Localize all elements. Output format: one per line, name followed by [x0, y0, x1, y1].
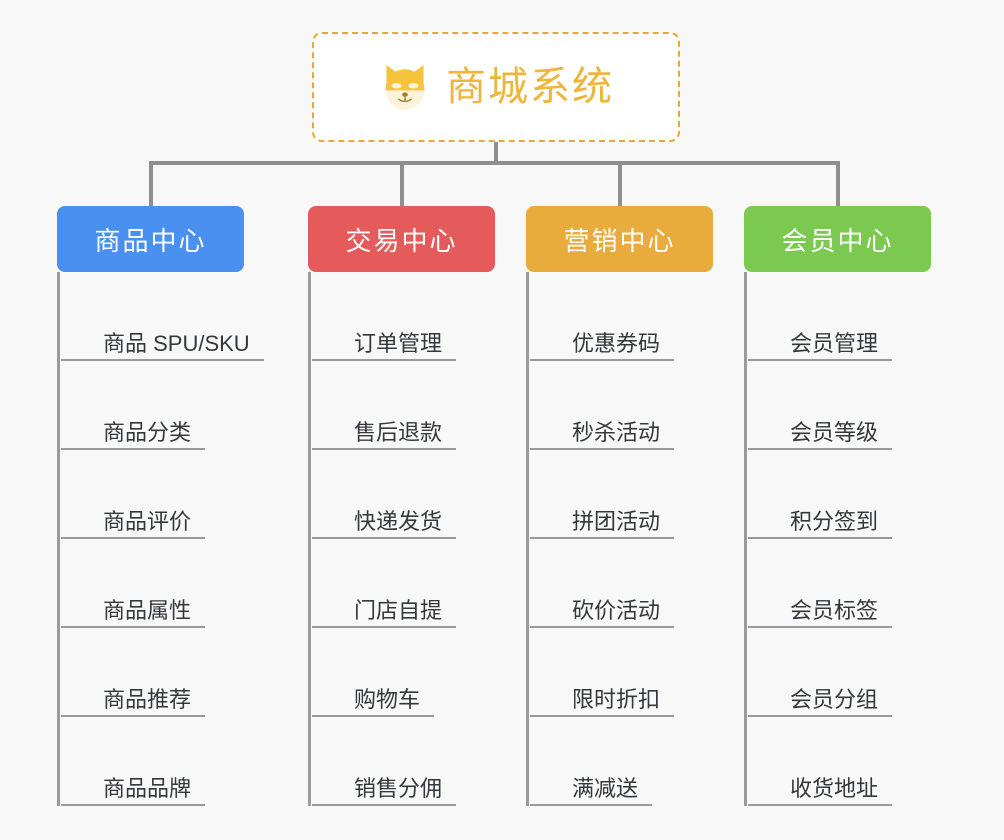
leaf-item[interactable]: 购物车 [312, 628, 495, 717]
leaf-label: 砍价活动 [572, 598, 661, 623]
connector-horizontal-bus [149, 161, 840, 165]
leaf-label: 满减送 [572, 776, 639, 801]
leaf-underline [748, 804, 892, 806]
leaf-list: 会员管理会员等级积分签到会员标签会员分组收货地址 [744, 272, 931, 806]
leaf-underline [312, 626, 456, 628]
leaf-underline [530, 626, 674, 628]
leaf-label: 商品评价 [103, 509, 192, 534]
leaf-item[interactable]: 门店自提 [312, 539, 495, 628]
leaf-underline [530, 448, 674, 450]
leaf-underline [61, 715, 205, 717]
leaf-label: 会员分组 [790, 687, 879, 712]
category-box[interactable]: 营销中心 [526, 206, 713, 272]
leaf-label: 商品属性 [103, 598, 192, 623]
connector-drop-1 [149, 161, 153, 206]
leaf-label: 限时折扣 [572, 687, 661, 712]
category-box[interactable]: 商品中心 [57, 206, 244, 272]
leaf-label: 会员标签 [790, 598, 879, 623]
leaf-underline [312, 715, 434, 717]
leaf-item[interactable]: 商品 SPU/SKU [61, 272, 264, 361]
leaf-underline [748, 359, 892, 361]
leaf-underline [312, 537, 456, 539]
leaf-item[interactable]: 满减送 [530, 717, 713, 806]
leaf-item[interactable]: 订单管理 [312, 272, 495, 361]
category-column: 交易中心订单管理售后退款快递发货门店自提购物车销售分佣 [308, 206, 495, 806]
leaf-label: 订单管理 [354, 331, 443, 356]
leaf-trunk-line [526, 272, 529, 806]
leaf-label: 商品 SPU/SKU [103, 331, 250, 356]
leaf-item[interactable]: 拼团活动 [530, 450, 713, 539]
leaf-item[interactable]: 限时折扣 [530, 628, 713, 717]
leaf-underline [748, 715, 892, 717]
leaf-item[interactable]: 销售分佣 [312, 717, 495, 806]
leaf-item[interactable]: 商品属性 [61, 539, 244, 628]
leaf-underline [748, 448, 892, 450]
leaf-item[interactable]: 积分签到 [748, 450, 931, 539]
leaf-label: 商品分类 [103, 420, 192, 445]
leaf-label: 商品推荐 [103, 687, 192, 712]
leaf-underline [530, 715, 674, 717]
root-title: 商城系统 [446, 65, 614, 109]
leaf-underline [312, 359, 456, 361]
leaf-label: 会员管理 [790, 331, 879, 356]
leaf-label: 商品品牌 [103, 776, 192, 801]
leaf-label: 门店自提 [354, 598, 443, 623]
leaf-underline [61, 804, 205, 806]
leaf-item[interactable]: 秒杀活动 [530, 361, 713, 450]
category-column: 商品中心商品 SPU/SKU 商品分类商品评价商品属性商品推荐商品品牌 [57, 206, 264, 806]
leaf-item[interactable]: 砍价活动 [530, 539, 713, 628]
leaf-item[interactable]: 收货地址 [748, 717, 931, 806]
leaf-underline [748, 537, 892, 539]
leaf-item[interactable]: 快递发货 [312, 450, 495, 539]
leaf-trunk-line [308, 272, 311, 806]
category-column: 营销中心优惠券码秒杀活动拼团活动砍价活动限时折扣满减送 [526, 206, 713, 806]
leaf-list: 订单管理售后退款快递发货门店自提购物车销售分佣 [308, 272, 495, 806]
leaf-list: 商品 SPU/SKU 商品分类商品评价商品属性商品推荐商品品牌 [57, 272, 264, 806]
category-box[interactable]: 会员中心 [744, 206, 931, 272]
category-box[interactable]: 交易中心 [308, 206, 495, 272]
leaf-item[interactable]: 商品评价 [61, 450, 244, 539]
leaf-underline [61, 448, 205, 450]
leaf-trunk-line [744, 272, 747, 806]
leaf-item[interactable]: 优惠券码 [530, 272, 713, 361]
connector-drop-4 [836, 161, 840, 206]
leaf-underline [748, 626, 892, 628]
leaf-label: 收货地址 [790, 776, 879, 801]
leaf-label: 秒杀活动 [572, 420, 661, 445]
leaf-underline [530, 359, 674, 361]
shiba-dog-face-icon [385, 65, 425, 110]
leaf-label: 售后退款 [354, 420, 443, 445]
leaf-underline [61, 626, 205, 628]
leaf-label: 优惠券码 [572, 331, 661, 356]
leaf-item[interactable]: 会员标签 [748, 539, 931, 628]
leaf-item[interactable]: 会员管理 [748, 272, 931, 361]
leaf-underline [312, 804, 456, 806]
connector-drop-2 [400, 161, 404, 206]
leaf-underline [312, 448, 456, 450]
leaf-label: 购物车 [354, 687, 421, 712]
leaf-item[interactable]: 会员分组 [748, 628, 931, 717]
leaf-label: 会员等级 [790, 420, 879, 445]
leaf-label: 销售分佣 [354, 776, 443, 801]
leaf-item[interactable]: 会员等级 [748, 361, 931, 450]
leaf-item[interactable]: 商品分类 [61, 361, 244, 450]
leaf-underline [530, 537, 674, 539]
leaf-underline [530, 804, 652, 806]
leaf-list: 优惠券码秒杀活动拼团活动砍价活动限时折扣满减送 [526, 272, 713, 806]
connector-drop-3 [618, 161, 622, 206]
leaf-underline [61, 359, 264, 361]
leaf-item[interactable]: 售后退款 [312, 361, 495, 450]
root-node[interactable]: 商城系统 [312, 32, 680, 142]
leaf-label: 拼团活动 [572, 509, 661, 534]
leaf-item[interactable]: 商品品牌 [61, 717, 244, 806]
leaf-underline [61, 537, 205, 539]
leaf-label: 快递发货 [354, 509, 443, 534]
leaf-item[interactable]: 商品推荐 [61, 628, 244, 717]
category-column: 会员中心会员管理会员等级积分签到会员标签会员分组收货地址 [744, 206, 931, 806]
leaf-trunk-line [57, 272, 60, 806]
connector-root-stem [494, 142, 498, 163]
leaf-label: 积分签到 [790, 509, 879, 534]
